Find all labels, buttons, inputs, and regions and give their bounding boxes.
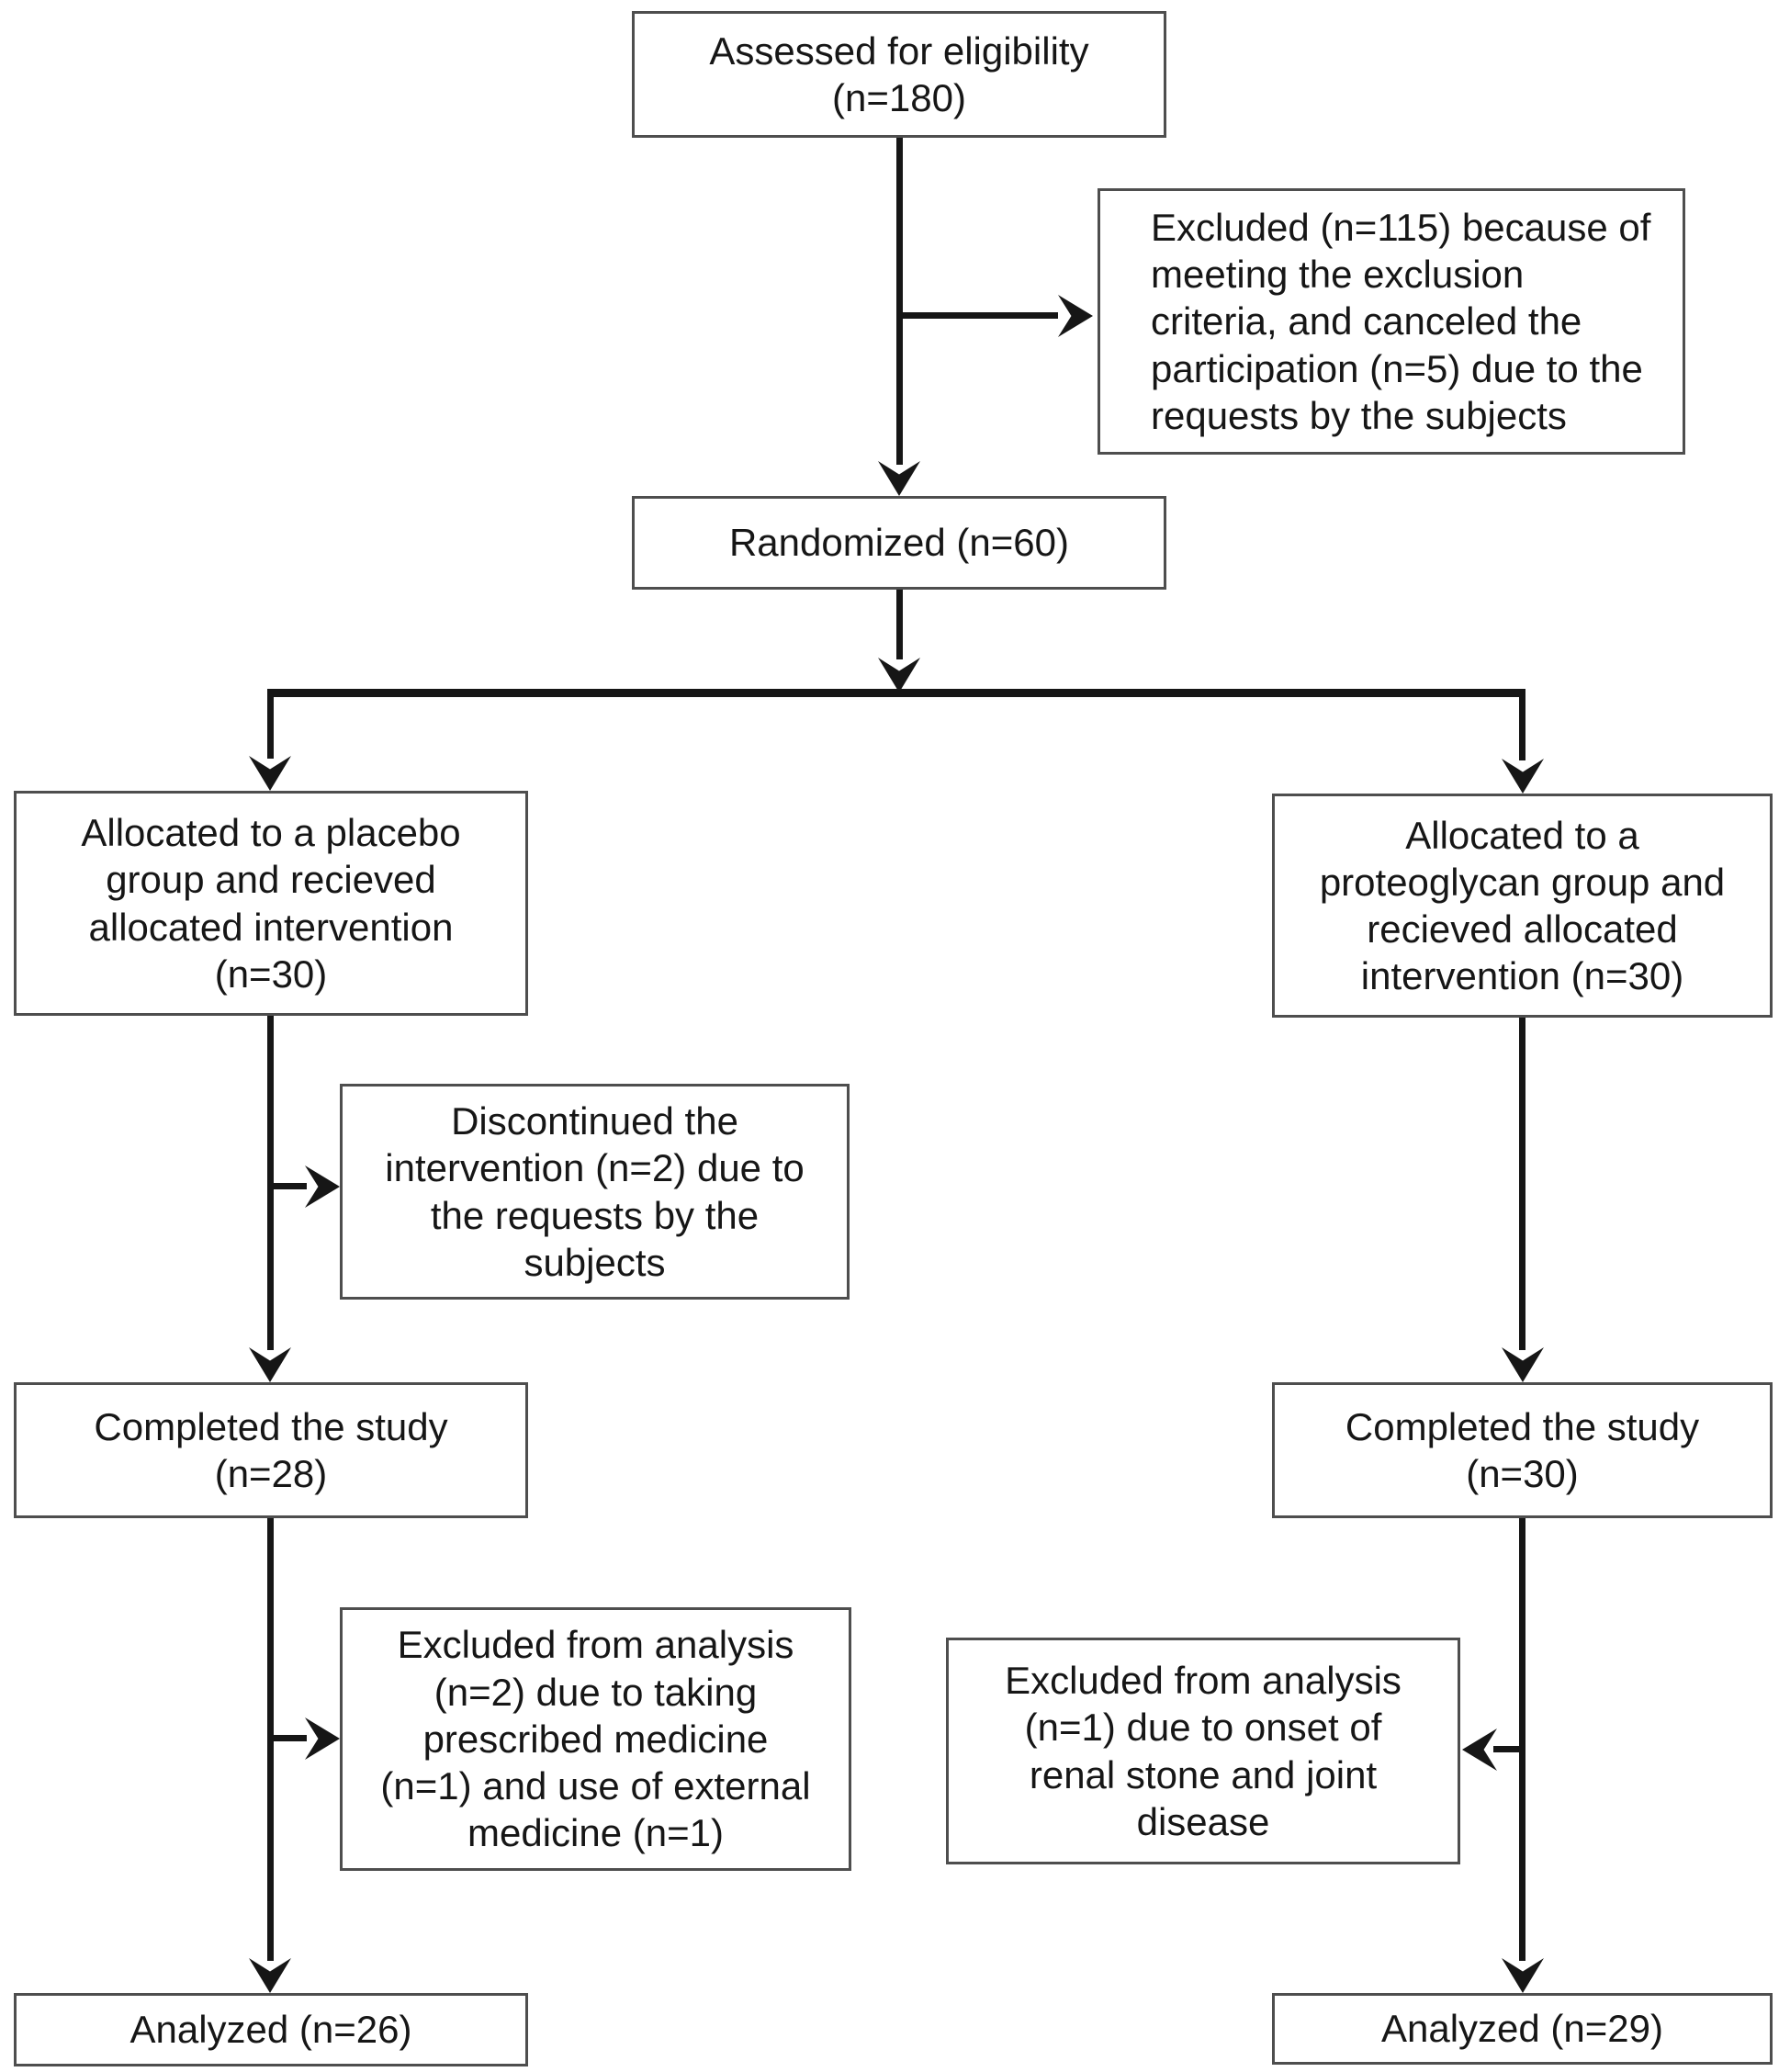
arrowhead-to-allocated-proteoglycan <box>1502 759 1544 794</box>
connector-completed-to-analyzed-proteoglycan <box>1519 1518 1525 1961</box>
box-randomized: Randomized (n=60) <box>632 496 1166 590</box>
arrowhead-to-allocated-placebo <box>249 756 291 791</box>
box-excluded-enrollment: Excluded (n=115) because of meeting the … <box>1098 188 1685 455</box>
arrowhead-to-excluded-analysis-proteoglycan <box>1462 1729 1497 1771</box>
connector-allocated-to-completed-proteoglycan <box>1519 1018 1525 1350</box>
connector-randomized-to-split <box>896 590 903 659</box>
box-analyzed-placebo: Analyzed (n=26) <box>14 1993 528 2066</box>
arrowhead-to-analyzed-proteoglycan <box>1502 1958 1544 1993</box>
split-bar <box>267 689 1525 697</box>
connector-split-to-allocated-placebo <box>267 689 274 759</box>
connector-branch-to-excluded-enrollment <box>896 312 1058 319</box>
box-discontinued-intervention: Discontinued the intervention (n=2) due … <box>340 1084 850 1300</box>
arrowhead-to-analyzed-placebo <box>249 1958 291 1993</box>
connector-branch-to-excluded-analysis-placebo <box>270 1735 307 1741</box>
box-assessed-eligibility: Assessed for eligibility (n=180) <box>632 11 1166 138</box>
box-excluded-analysis-placebo: Excluded from analysis (n=2) due to taki… <box>340 1607 851 1871</box>
arrowhead-to-completed-proteoglycan <box>1502 1347 1544 1382</box>
arrowhead-to-completed-placebo <box>249 1347 291 1382</box>
arrowhead-to-excluded-analysis-placebo <box>305 1717 340 1760</box>
connector-branch-to-discontinued <box>270 1183 307 1189</box>
connector-assessed-to-randomized <box>896 138 903 465</box>
box-completed-study-placebo: Completed the study (n=28) <box>14 1382 528 1518</box>
box-completed-study-proteoglycan: Completed the study (n=30) <box>1272 1382 1773 1518</box>
box-analyzed-proteoglycan: Analyzed (n=29) <box>1272 1993 1773 2065</box>
connector-split-to-allocated-proteoglycan <box>1519 689 1525 760</box>
box-excluded-analysis-proteoglycan: Excluded from analysis (n=1) due to onse… <box>946 1638 1460 1864</box>
arrowhead-at-split <box>878 658 920 693</box>
arrowhead-to-excluded-enrollment <box>1058 295 1093 337</box>
connector-branch-to-excluded-analysis-proteoglycan <box>1493 1746 1525 1752</box>
box-allocated-proteoglycan: Allocated to a proteoglycan group and re… <box>1272 794 1773 1018</box>
arrowhead-to-randomized <box>878 461 920 496</box>
arrowhead-to-discontinued <box>305 1166 340 1208</box>
box-allocated-placebo: Allocated to a placebo group and recieve… <box>14 791 528 1016</box>
